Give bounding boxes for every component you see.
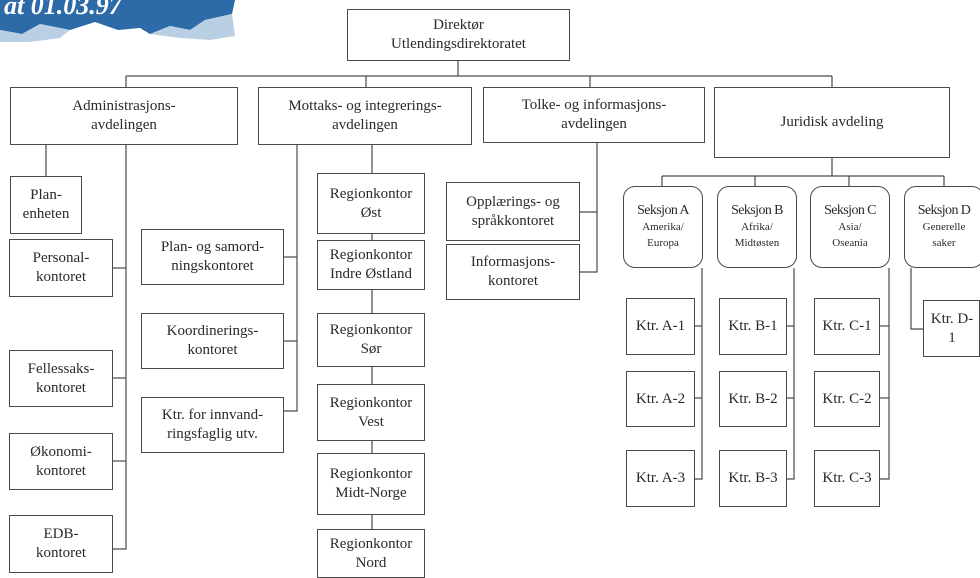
regionkontor-ost-box: Regionkontor Øst [317, 173, 425, 234]
seksjon-d-box: Seksjon D Generelle saker [904, 186, 980, 268]
kontor-d1-box: Ktr. D-1 [923, 300, 980, 357]
director-box: Direktør Utlendingsdirektoratet [347, 9, 570, 61]
regionkontor-sor-box: Regionkontor Sør [317, 313, 425, 367]
mottak-department-box: Mottaks- og integrerings- avdelingen [258, 87, 472, 145]
koordinerings-kontoret-box: Koordinerings- kontoret [141, 313, 284, 369]
kontor-b2-box: Ktr. B-2 [719, 371, 787, 427]
kontor-b1-box: Ktr. B-1 [719, 298, 787, 355]
regionkontor-indre-ostland-box: Regionkontor Indre Østland [317, 240, 425, 290]
regionkontor-vest-box: Regionkontor Vest [317, 384, 425, 441]
seksjon-c-title: Seksjon C [824, 203, 876, 219]
seksjon-a-subtitle: Amerika/ Europa [642, 220, 684, 249]
seksjon-d-title: Seksjon D [917, 203, 971, 219]
seksjon-c-box: Seksjon C Asia/ Oseania [810, 186, 890, 268]
regionkontor-nord-box: Regionkontor Nord [317, 529, 425, 578]
edb-kontoret-box: EDB- kontoret [9, 515, 113, 573]
informasjons-kontoret-box: Informasjons- kontoret [446, 244, 580, 300]
seksjon-b-box: Seksjon B Afrika/ Midtøsten [717, 186, 797, 268]
map-graphic [0, 0, 235, 42]
regionkontor-midt-norge-box: Regionkontor Midt-Norge [317, 453, 425, 515]
personal-kontoret-box: Personal- kontoret [9, 239, 113, 297]
okonomi-kontoret-box: Økonomi- kontoret [9, 433, 113, 490]
plan-enheten-box: Plan- enheten [10, 176, 82, 234]
admin-department-box: Administrasjons- avdelingen [10, 87, 238, 145]
kontor-a1-box: Ktr. A-1 [626, 298, 695, 355]
seksjon-d-subtitle: Generelle saker [922, 220, 966, 249]
juridisk-department-box: Juridisk avdeling [714, 87, 950, 158]
map-logo: at 01.03.97 [0, 0, 235, 42]
tolke-department-box: Tolke- og informasjons- avdelingen [483, 87, 705, 143]
seksjon-b-subtitle: Afrika/ Midtøsten [734, 220, 780, 249]
seksjon-c-subtitle: Asia/ Oseania [832, 220, 868, 249]
kontor-c3-box: Ktr. C-3 [814, 450, 880, 507]
kontor-c1-box: Ktr. C-1 [814, 298, 880, 355]
seksjon-a-box: Seksjon A Amerika/ Europa [623, 186, 703, 268]
fellessaks-kontoret-box: Fellessaks- kontoret [9, 350, 113, 407]
seksjon-a-title: Seksjon A [637, 203, 689, 219]
kontor-a3-box: Ktr. A-3 [626, 450, 695, 507]
innvandring-kontor-box: Ktr. for innvand- ringsfaglig utv. [141, 397, 284, 453]
seksjon-b-title: Seksjon B [731, 203, 783, 219]
kontor-a2-box: Ktr. A-2 [626, 371, 695, 427]
kontor-c2-box: Ktr. C-2 [814, 371, 880, 427]
logo-date-text: at 01.03.97 [4, 0, 122, 20]
plan-samord-kontoret-box: Plan- og samord- ningskontoret [141, 229, 284, 285]
opplaerings-sprakkontoret-box: Opplærings- og språkkontoret [446, 182, 580, 241]
kontor-b3-box: Ktr. B-3 [719, 450, 787, 507]
